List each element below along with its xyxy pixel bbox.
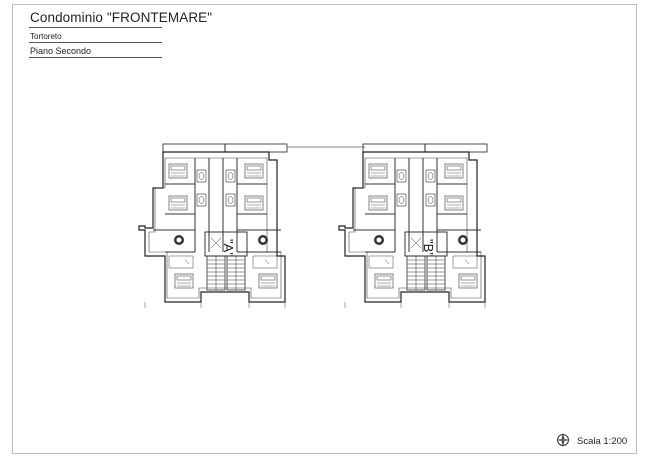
location-label: Tortoreto (30, 32, 62, 41)
title-underline (29, 27, 162, 28)
floor-label: Piano Secondo (30, 46, 92, 56)
compass-rose-icon (556, 433, 570, 447)
building-a-label: "A" (221, 239, 236, 257)
drawing-frame (12, 4, 637, 454)
building-b-label: "B" (421, 239, 436, 257)
building-b-plan (339, 144, 487, 308)
building-a-plan (139, 144, 287, 308)
scale-label: Scala 1:200 (577, 436, 628, 447)
location-underline (29, 42, 162, 43)
drawing-title: Condominio "FRONTEMARE" (30, 10, 213, 25)
floor-underline (29, 57, 162, 58)
